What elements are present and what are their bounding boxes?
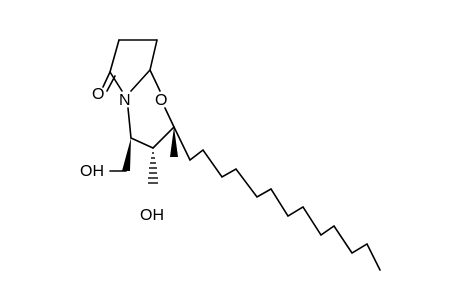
hashed-bond-c6-oh [148,152,158,184]
atom-label-hydroxyl-left: OH [80,163,104,180]
bond-c4-n [109,71,123,92]
atom-label-hydroxyl-bottom: OH [140,207,164,224]
atom-label-ring-oxygen: O [155,92,167,109]
atom-label-nitrogen: N [119,92,131,109]
bond-c3-o [149,69,161,92]
bond-c2-c3 [149,39,158,71]
bond-carbonyl-2 [106,75,116,92]
bond-carbonyl-1 [102,71,111,88]
alkyl-chain [173,126,381,271]
bond-o-c5 [164,107,175,128]
atom-label-carbonyl-oxygen: O [92,86,104,103]
wedge-c7-c8 [122,138,131,171]
wedge-c5-c9 [170,127,178,157]
bond-c6-c7 [130,137,154,149]
bond-c1-c4 [109,39,120,73]
bond-c5-c6 [152,126,175,149]
bond-c3-n [130,69,151,92]
bond-c7-n [127,107,132,139]
